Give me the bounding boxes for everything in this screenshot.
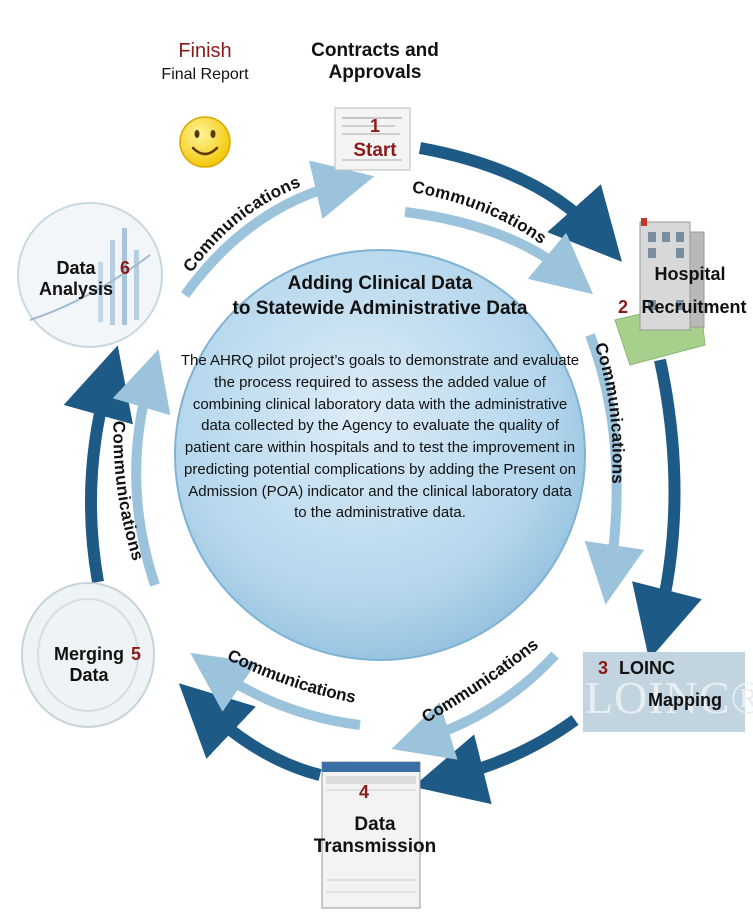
- comm-label-3: Communications: [591, 340, 628, 484]
- arrow-merging-to-analysis: [63, 345, 133, 584]
- loinc-logo-box: [583, 652, 745, 732]
- inner-arrow-4: [391, 651, 559, 760]
- center-title-line1: Adding Clinical Data: [287, 273, 473, 294]
- step6-label-line1: Data: [56, 258, 96, 278]
- step1-start: Start: [353, 140, 397, 161]
- arrow-start-to-hospital: [418, 142, 622, 262]
- inner-arrow-6: [112, 349, 171, 587]
- step4-label: Data Transmission: [300, 814, 450, 858]
- final-report-label: Final Report: [161, 66, 249, 83]
- inner-arrow-3: [584, 333, 645, 605]
- hospital-building-icon: [614, 218, 706, 366]
- step4-label-line2: Transmission: [313, 835, 437, 857]
- transmission-screen-icon: [321, 761, 421, 909]
- step5-number: 5: [130, 644, 141, 664]
- arrow-transmission-to-merging: [178, 683, 322, 781]
- step6-number: 6: [119, 258, 130, 278]
- step5-label-line1: Merging: [54, 644, 124, 664]
- step1-label-line1: Contracts and: [311, 40, 439, 61]
- step3-label-line2: Mapping: [648, 690, 722, 710]
- step1-number: 1: [369, 116, 380, 136]
- step1-label-line2: Approvals: [328, 61, 422, 83]
- step6-label-line2: Analysis: [38, 278, 114, 299]
- step2-label-line2: Recruitment: [641, 297, 747, 317]
- merging-data-disc-icon: [21, 582, 155, 728]
- data-analysis-chart-icon: [17, 202, 163, 348]
- step5-label: Merging Data: [44, 644, 134, 685]
- center-title: Adding Clinical Data to Statewide Admini…: [210, 272, 550, 321]
- step5-label-line2: Data: [69, 664, 109, 685]
- comm-label-1: Communications: [179, 172, 303, 275]
- step2-label-line1: Hospital: [654, 264, 726, 284]
- center-circle: [174, 249, 586, 661]
- inner-arrow-2: [404, 207, 594, 295]
- step6-label: Data Analysis: [36, 258, 116, 299]
- step3-label-line1: LOINC: [619, 658, 675, 678]
- center-title-line2: to Statewide Administrative Data: [232, 297, 528, 319]
- loinc-logo-text: LOINC®: [585, 672, 753, 723]
- smiley-face-icon: [179, 116, 231, 168]
- step4-number: 4: [358, 782, 369, 802]
- step2-number: 2: [617, 297, 628, 317]
- inner-arrow-1: [180, 160, 375, 298]
- contract-document-icon: [334, 107, 411, 171]
- arrow-loinc-to-transmission: [413, 715, 579, 805]
- step3-number: 3: [597, 658, 608, 678]
- inner-arrow-5: [190, 652, 361, 730]
- center-description: The AHRQ pilot project’s goals to demons…: [180, 352, 580, 522]
- step4-label-line1: Data: [354, 814, 396, 835]
- step1-label: Contracts and Approvals: [300, 40, 450, 84]
- arrow-hospital-to-loinc: [632, 358, 702, 660]
- finish-label: Finish: [178, 40, 232, 62]
